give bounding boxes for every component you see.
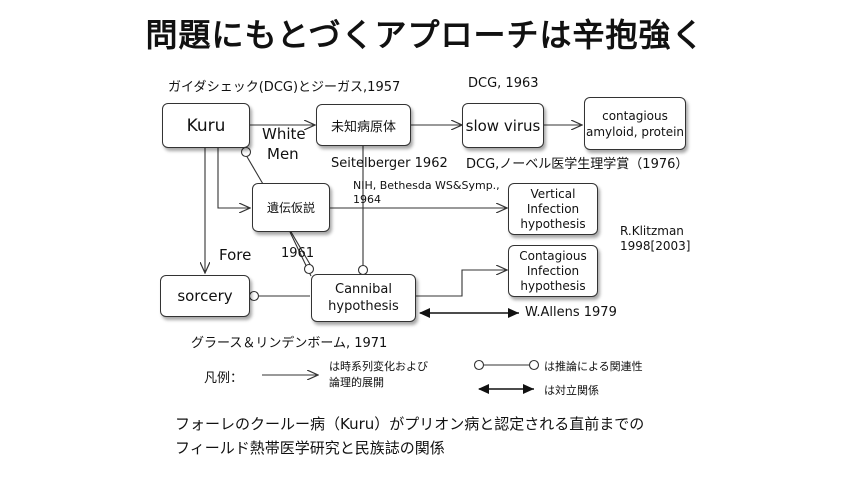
label-glasse-1971: グラース＆リンデンボーム, 1971 (191, 336, 388, 351)
label-1961: 1961 (281, 246, 315, 261)
circle-cannibal-left (303, 263, 315, 275)
label-dcg-1963: DCG, 1963 (468, 76, 539, 91)
label-klitzman: R.Klitzman (620, 224, 684, 238)
box-contagious-line2: Infection (526, 263, 580, 278)
legend-double-text: は対立関係 (544, 384, 599, 397)
box-contagious-line1: Contagious (519, 248, 587, 263)
legend-circle-right (528, 359, 540, 371)
edge-kuru-heredity (217, 148, 250, 208)
box-contagious-infection: Contagious Infection hypothesis (508, 245, 598, 297)
label-nih-line1: NIH, Bethesda WS&Symp., (353, 179, 500, 192)
box-contagious-amyloid-line2: amyloid, protein (585, 124, 685, 139)
legend-title: 凡例： (204, 371, 244, 386)
circle-sorcery (248, 290, 260, 302)
page-title: 問題にもとづくアプローチは辛抱強く (145, 16, 705, 54)
box-unknown-pathogen-label: 未知病原体 (330, 119, 396, 135)
circle-kuru (240, 146, 252, 158)
box-slow-virus-label: slow virus (465, 116, 541, 135)
box-heredity-hypothesis-label: 遺伝仮説 (266, 201, 315, 215)
box-vertical-line3: hypothesis (520, 216, 586, 231)
legend-arrow-text-2: 論理的展開 (329, 376, 384, 389)
box-vertical-infection: Vertical Infection hypothesis (508, 183, 598, 235)
box-cannibal-line1: Cannibal (335, 282, 392, 297)
box-contagious-amyloid-line1: contagious (602, 108, 668, 123)
box-sorcery: sorcery (160, 275, 250, 317)
label-men: Men (267, 145, 299, 163)
box-cannibal-hypothesis: Cannibal hypothesis (311, 274, 416, 322)
box-vertical-line2: Infection (526, 201, 580, 216)
box-kuru-label: Kuru (186, 115, 226, 136)
legend-circle-left (473, 359, 485, 371)
box-unknown-pathogen: 未知病原体 (316, 104, 411, 146)
box-kuru: Kuru (162, 103, 250, 148)
label-nih-line2: 1964 (353, 193, 381, 206)
caption-line-2: フィールド熱帯医学研究と民族誌の関係 (175, 439, 445, 457)
label-klitzman-year: 1998[2003] (620, 239, 691, 253)
box-contagious-line3: hypothesis (520, 278, 586, 293)
label-gajdusek-1957: ガイダシェック(DCG)とジーガス,1957 (168, 80, 401, 95)
box-sorcery-label: sorcery (177, 287, 233, 305)
label-w-allens-1979: W.Allens 1979 (525, 305, 617, 320)
caption-line-1: フォーレのクールー病（Kuru）がプリオン病と認定される直前までの (175, 415, 645, 433)
label-white: White (262, 125, 306, 143)
label-fore: Fore (219, 246, 252, 264)
box-vertical-line1: Vertical (530, 186, 576, 201)
box-cannibal-line2: hypothesis (328, 299, 399, 314)
box-contagious-amyloid: contagious amyloid, protein (584, 97, 686, 150)
legend-circle-text: は推論による関連性 (544, 360, 643, 373)
legend-arrow-text-1: は時系列変化および (329, 360, 428, 373)
label-seitelberger-1962: Seitelberger 1962 (331, 156, 448, 171)
label-nobel-1976: DCG,ノーベル医学生理学賞（1976） (466, 157, 689, 172)
box-slow-virus: slow virus (462, 103, 544, 148)
edge-cannibal-contagious (416, 270, 507, 297)
box-heredity-hypothesis: 遺伝仮説 (252, 183, 330, 232)
